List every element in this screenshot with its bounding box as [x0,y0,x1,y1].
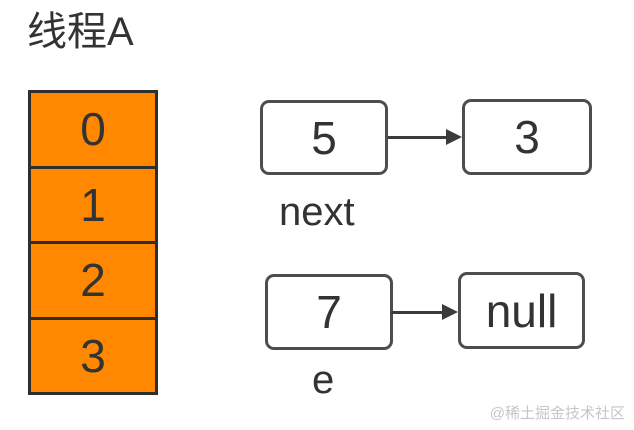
arrow-right-icon [388,129,462,145]
arrow-head-icon [446,129,462,145]
array-cell-0: 0 [31,93,155,166]
arrow-line [391,310,445,314]
array-cell-2: 2 [31,241,155,317]
watermark: @稀土掘金技术社区 [489,405,625,422]
diagram-title: 线程A [27,10,134,54]
array-cell-3: 3 [31,316,155,392]
node-label-next: next [279,190,355,234]
array-cell-1: 1 [31,165,155,241]
node-pointer-box-next: 3 [462,99,592,175]
arrow-head-icon [442,304,458,320]
node-pointer-box-e: null [458,272,585,349]
node-value-box-next: 5 [260,100,388,175]
arrow-right-icon [391,304,458,320]
arrow-line [388,135,449,139]
node-label-e: e [312,358,335,402]
node-value-box-e: 7 [265,274,393,350]
thread-a-array: 0 1 2 3 [28,90,158,395]
